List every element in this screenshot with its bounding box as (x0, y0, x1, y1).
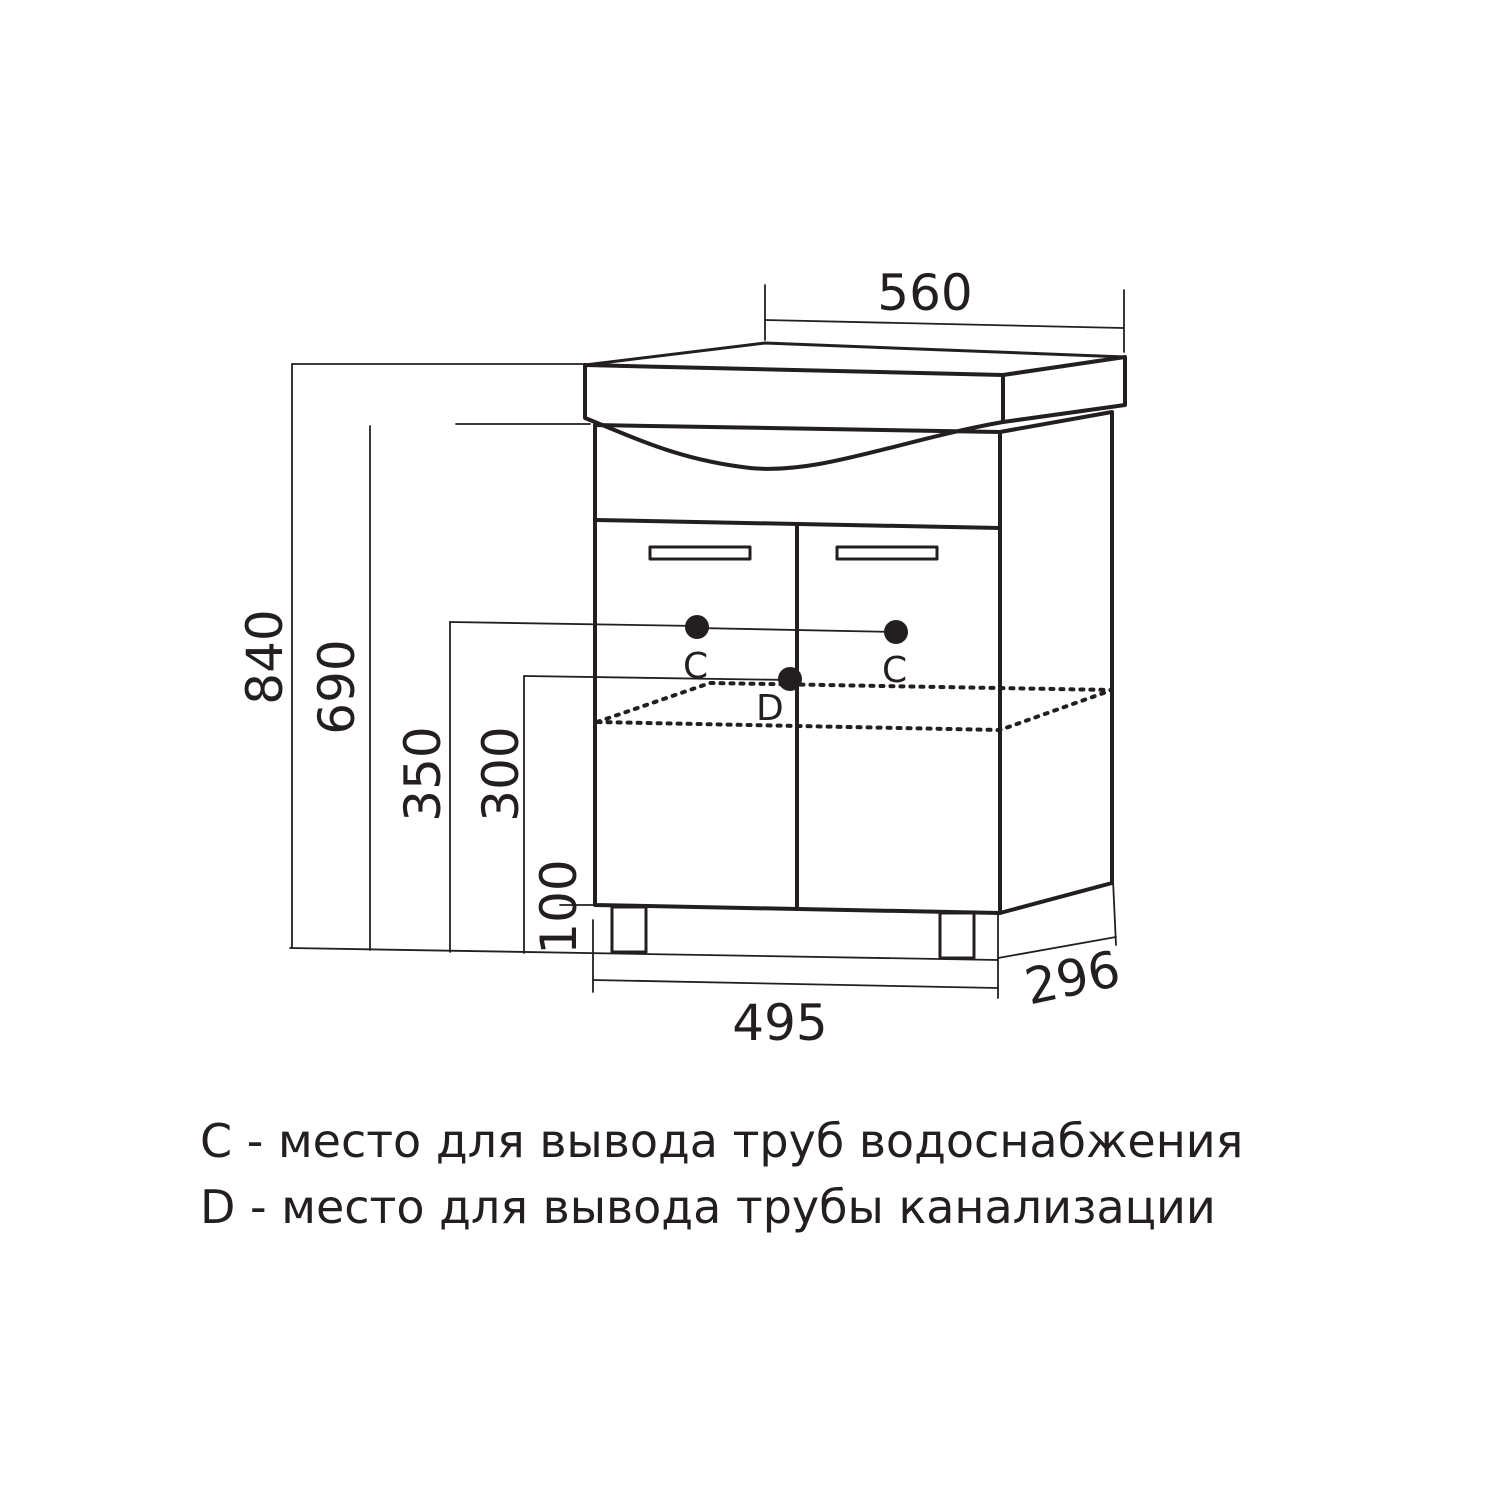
handle-left-icon (648, 545, 752, 561)
drain-point-icon (778, 667, 802, 691)
supply-point-left-icon (685, 615, 709, 639)
dim-line-495 (592, 979, 999, 989)
legend: C - место для вывода труб водоснабжения … (200, 1108, 1450, 1240)
shelf-dotted (595, 681, 1114, 732)
basin-front (583, 363, 1005, 471)
leg-right (938, 911, 976, 960)
floor-line (289, 947, 999, 961)
cabinet-side (998, 410, 1114, 915)
ext-line-350-top (449, 621, 699, 627)
marker-c-right: C (882, 650, 907, 691)
ext-line-296-right (1112, 879, 1117, 946)
dim-label-690: 690 (308, 639, 366, 734)
legend-line-c: C - место для вывода труб водоснабжения (200, 1114, 1244, 1168)
marker-d: D (756, 688, 784, 729)
supply-connect-line (697, 627, 897, 633)
handle-right-icon (835, 545, 939, 561)
leg-left (610, 905, 648, 954)
basin (583, 341, 1127, 471)
dim-line-296 (997, 936, 1117, 959)
dim-label-495: 495 (732, 994, 827, 1052)
dim-label-300: 300 (472, 726, 530, 821)
dim-label-350: 350 (394, 726, 452, 821)
basin-side (1001, 355, 1127, 424)
legend-line-d: D - место для вывода трубы канализации (200, 1180, 1216, 1234)
dim-label-840: 840 (236, 609, 294, 704)
cabinet-body (593, 410, 1114, 915)
dim-label-560: 560 (877, 264, 972, 322)
marker-c-left: C (683, 646, 708, 687)
dim-line-560 (764, 319, 1124, 329)
supply-point-right-icon (884, 620, 908, 644)
dim-label-100: 100 (530, 859, 588, 954)
ext-line-300-top (523, 675, 791, 681)
